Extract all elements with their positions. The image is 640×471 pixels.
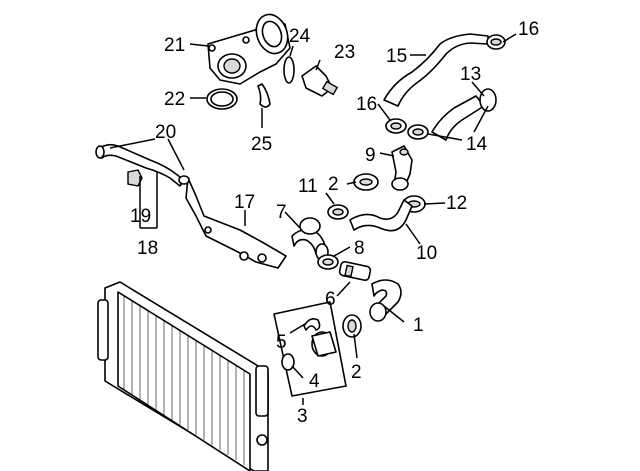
callout-11: 11 [298,176,318,197]
pipe-20 [97,143,185,187]
callout-23: 23 [334,42,355,63]
callout-leaders [109,33,517,379]
seal-24 [283,56,295,84]
callout-24: 24 [289,26,311,47]
connector-9 [391,145,413,191]
callout-19: 19 [130,206,151,227]
callout-21: 21 [164,35,185,56]
callout-20: 20 [155,122,176,143]
callout-3: 3 [297,406,308,427]
callout-1: 1 [413,315,424,336]
callout-6: 6 [325,289,336,310]
thermostat-housing [207,13,291,85]
temperature-sensor [301,65,339,97]
callout-22: 22 [164,89,185,110]
callout-13: 13 [460,64,481,85]
callout-4: 4 [309,371,320,392]
callout-16b: 16 [356,94,377,115]
callout-9: 9 [365,145,376,166]
o-ring-22 [206,88,238,110]
callout-8: 8 [354,238,365,259]
hose-clamp-16a [486,34,506,50]
bracket-17 [185,177,287,269]
callout-5: 5 [276,332,287,353]
water-pump-housing-group [273,301,347,397]
callout-25: 25 [251,134,272,155]
radiator [97,281,269,471]
callout-10: 10 [416,243,437,264]
callout-12: 12 [446,193,467,214]
hose-10 [349,199,413,232]
callout-18: 18 [137,238,158,259]
callout-15: 15 [386,46,407,67]
callout-17: 17 [234,192,255,213]
hose-clamp-14 [407,124,429,140]
pipe-6 [338,260,372,282]
callout-2a: 2 [328,174,339,195]
callout-14: 14 [466,134,488,155]
hose-clamp-16b [385,118,407,134]
callout-7: 7 [276,202,287,223]
callout-labels: 1 2 2 3 4 5 6 7 8 9 10 11 12 13 14 15 16… [130,19,539,427]
callout-16a: 16 [518,19,539,40]
clip-25 [257,83,271,108]
callout-2b: 2 [351,362,362,383]
